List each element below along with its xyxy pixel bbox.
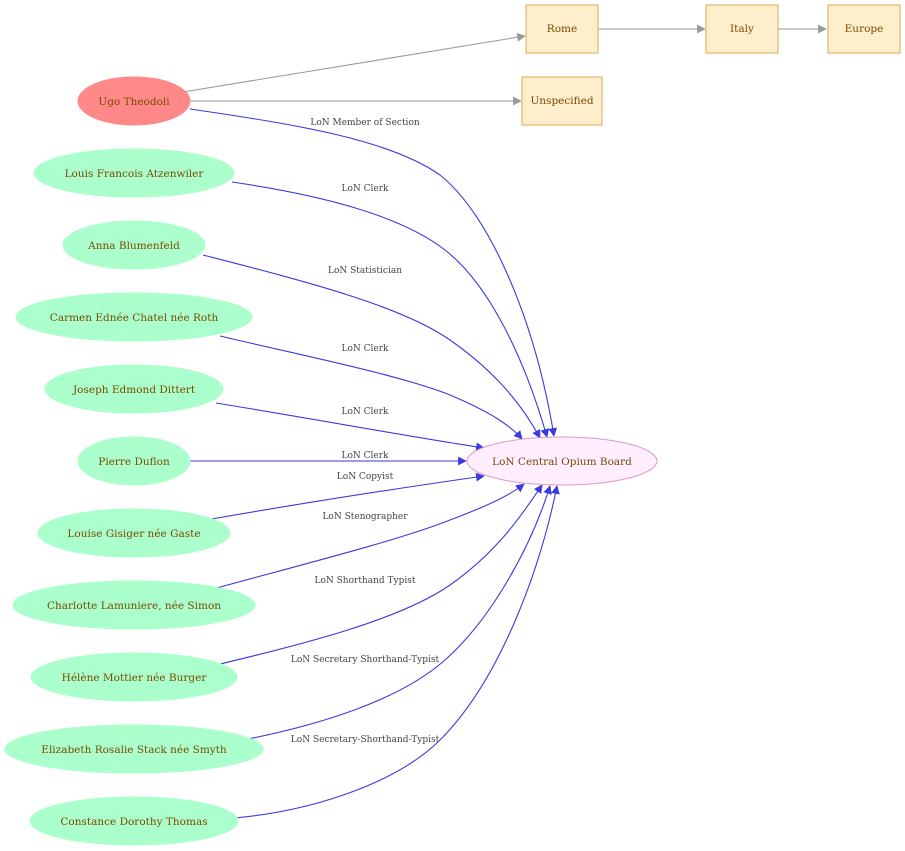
edge-label-ugo: LoN Member of Section bbox=[310, 118, 420, 128]
node-blumenfeld-label: Anna Blumenfeld bbox=[87, 240, 180, 252]
node-lamuniere-label: Charlotte Lamuniere, née Simon bbox=[47, 600, 221, 612]
edge-ugo-rome bbox=[182, 32, 526, 93]
node-rome[interactable]: Rome bbox=[525, 4, 599, 54]
node-stack-label: Elizabeth Rosalie Stack née Smyth bbox=[41, 744, 227, 756]
node-constance-thomas[interactable]: Constance Dorothy Thomas bbox=[29, 796, 239, 846]
edge-label-dittert: LoN Clerk bbox=[342, 407, 390, 417]
node-gisiger-label: Louise Gisiger née Gaste bbox=[67, 528, 200, 540]
edge-label-stack: LoN Secretary Shorthand-Typist bbox=[291, 655, 440, 665]
edge-thomas-board bbox=[234, 485, 560, 819]
node-chatel-label: Carmen Ednée Chatel née Roth bbox=[50, 312, 219, 324]
node-thomas-label: Constance Dorothy Thomas bbox=[60, 816, 207, 828]
node-louis-francois-atzenwiler[interactable]: Louis Francois Atzenwiler bbox=[33, 148, 235, 198]
edge-label-thomas: LoN Secretary-Shorthand-Typist bbox=[291, 735, 440, 745]
node-duflon-label: Pierre Duflon bbox=[98, 456, 170, 468]
node-helene-mottier[interactable]: Hélène Mottier née Burger bbox=[30, 652, 238, 702]
node-louise-gisiger[interactable]: Louise Gisiger née Gaste bbox=[37, 508, 231, 558]
node-dittert-label: Joseph Edmond Dittert bbox=[72, 384, 196, 396]
edge-label-mottier: LoN Shorthand Typist bbox=[315, 576, 416, 586]
node-mottier-label: Hélène Mottier née Burger bbox=[62, 672, 208, 684]
node-atzenwiler-label: Louis Francois Atzenwiler bbox=[65, 168, 205, 180]
node-joseph-dittert[interactable]: Joseph Edmond Dittert bbox=[44, 364, 224, 414]
edge-label-atzenwiler: LoN Clerk bbox=[342, 184, 390, 194]
node-lon-central-opium-board[interactable]: LoN Central Opium Board bbox=[466, 436, 658, 486]
edge-label-lamuniere: LoN Stenographer bbox=[322, 512, 408, 522]
edge-stack-board bbox=[242, 485, 552, 741]
node-charlotte-lamuniere[interactable]: Charlotte Lamuniere, née Simon bbox=[12, 580, 256, 630]
node-italy[interactable]: Italy bbox=[705, 4, 779, 54]
node-unspecified-label: Unspecified bbox=[530, 95, 593, 107]
node-ugo-theodoli[interactable]: Ugo Theodoli bbox=[77, 76, 191, 126]
edge-dittert-board bbox=[215, 402, 485, 452]
node-pierre-duflon[interactable]: Pierre Duflon bbox=[77, 436, 191, 486]
edge-chatel-board bbox=[219, 335, 523, 440]
node-rome-label: Rome bbox=[547, 23, 577, 35]
edge-label-duflon: LoN Clerk bbox=[342, 451, 390, 461]
edge-label-gisiger: LoN Copyist bbox=[337, 472, 394, 482]
edge-lamuniere-board bbox=[212, 483, 525, 590]
node-board-label: LoN Central Opium Board bbox=[492, 456, 632, 468]
edge-ugo-board bbox=[189, 108, 558, 437]
edge-blumenfeld-board bbox=[202, 254, 541, 439]
node-europe[interactable]: Europe bbox=[827, 4, 901, 54]
node-elizabeth-stack[interactable]: Elizabeth Rosalie Stack née Smyth bbox=[4, 724, 264, 774]
edge-atzenwiler-board bbox=[231, 181, 550, 438]
node-unspecified[interactable]: Unspecified bbox=[521, 76, 603, 126]
node-italy-label: Italy bbox=[730, 23, 754, 35]
edge-mottier-board bbox=[215, 484, 543, 666]
node-ugo-label: Ugo Theodoli bbox=[98, 96, 170, 108]
edge-gisiger-board bbox=[205, 472, 485, 521]
node-carmen-chatel[interactable]: Carmen Ednée Chatel née Roth bbox=[15, 292, 253, 342]
node-europe-label: Europe bbox=[845, 23, 884, 35]
edge-label-blumenfeld: LoN Statistician bbox=[328, 266, 402, 276]
node-anna-blumenfeld[interactable]: Anna Blumenfeld bbox=[62, 220, 206, 270]
edge-label-chatel: LoN Clerk bbox=[342, 344, 390, 354]
